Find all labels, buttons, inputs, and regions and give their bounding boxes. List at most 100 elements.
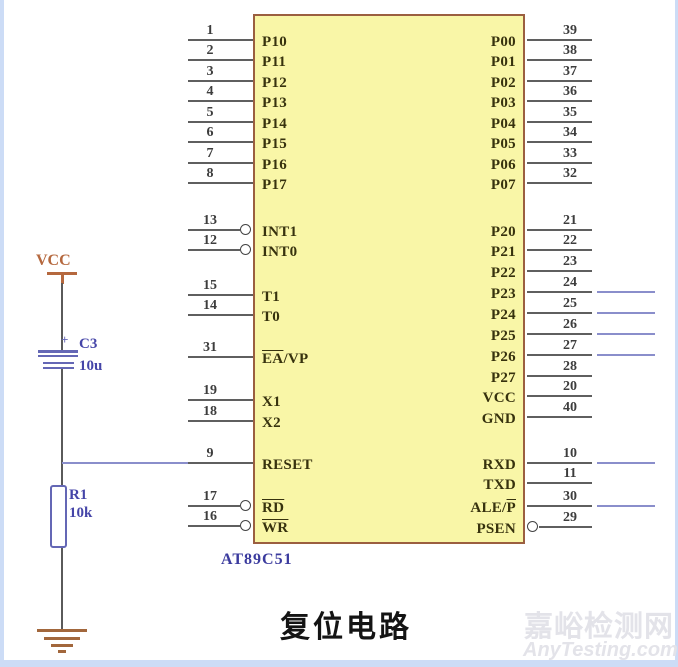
pin-label-text: P02: [490, 75, 516, 91]
pin-label-right-pin-gnd: GND: [424, 411, 516, 427]
pin-label-text: P20: [490, 224, 516, 240]
pin-label-left-pin-eavp: EA/VP: [262, 351, 309, 367]
pin-label-text: P26: [490, 349, 516, 365]
ground-bar: [51, 644, 73, 647]
pin-line-right-pin-p21: [527, 249, 592, 251]
capacitor-plate: [38, 355, 78, 357]
pin-label-right-pin-p26: P26: [424, 349, 516, 365]
pin-number-right-pin-rxd: 10: [563, 446, 577, 461]
pin-line-right-pin-p27: [527, 375, 592, 377]
pin-label-text: P05: [490, 136, 516, 152]
pin-label-text: RXD: [482, 457, 516, 473]
pin-label-right-pin-p22: P22: [424, 265, 516, 281]
pin-line-right-pin-txd: [527, 482, 592, 484]
net-stub-right-pin-p23: [597, 291, 655, 293]
pin-number-left-pin-p10: 1: [206, 23, 214, 38]
pin-line-right-pin-rxd: [527, 462, 592, 464]
pin-label-text: RESET: [262, 457, 313, 473]
pin-line-left-pin-p12: [188, 80, 253, 82]
inversion-bubble-right-pin-psen: [527, 521, 538, 532]
pin-number-right-pin-p00: 39: [563, 23, 577, 38]
pin-label-text: P27: [490, 370, 516, 386]
pin-number-right-pin-p21: 22: [563, 233, 577, 248]
pin-label-text: INT1: [262, 224, 298, 240]
pin-label-text: ALE/: [470, 500, 507, 516]
pin-number-right-pin-p20: 21: [563, 213, 577, 228]
schematic-caption: 复位电路: [280, 611, 412, 644]
ground-bar: [37, 629, 87, 632]
pin-line-right-pin-p05: [527, 141, 592, 143]
pin-line-left-pin-p15: [188, 141, 253, 143]
pin-number-right-pin-p06: 33: [563, 146, 577, 161]
pin-label-right-pin-p04: P04: [424, 116, 516, 132]
pin-label-text: P24: [490, 307, 516, 323]
pin-label-text: INT0: [262, 244, 298, 260]
pin-number-right-pin-txd: 11: [563, 466, 577, 481]
pin-number-left-pin-x2: 18: [203, 404, 217, 419]
pin-line-left-pin-int0: [188, 249, 240, 251]
pin-number-right-pin-p07: 32: [563, 166, 577, 181]
pin-label-text: P16: [262, 157, 288, 173]
inversion-bubble-left-pin-int0: [240, 244, 251, 255]
inversion-bubble-left-pin-rd: [240, 500, 251, 511]
capacitor-plate: [43, 367, 74, 369]
pin-label-left-pin-p10: P10: [262, 34, 287, 50]
pin-number-right-pin-gnd: 40: [563, 400, 577, 415]
pin-label-left-pin-p14: P14: [262, 116, 287, 132]
pin-line-right-pin-p06: [527, 162, 592, 164]
pin-label-text: P22: [490, 265, 516, 281]
wire-vcc-to-cap: [61, 283, 63, 351]
pin-label-right-pin-p07: P07: [424, 177, 516, 193]
pin-line-right-pin-p20: [527, 229, 592, 231]
pin-number-left-pin-p16: 7: [206, 146, 214, 161]
pin-label-left-pin-wr: WR: [262, 520, 288, 536]
pin-line-right-pin-p23: [527, 291, 592, 293]
pin-label-text: P01: [490, 54, 516, 70]
pin-number-left-pin-p13: 4: [206, 84, 214, 99]
pin-label-left-pin-p12: P12: [262, 75, 287, 91]
pin-line-right-pin-p25: [527, 333, 592, 335]
pin-number-left-pin-p14: 5: [206, 105, 214, 120]
pin-number-right-pin-psen: 29: [563, 510, 577, 525]
pin-label-right-pin-p23: P23: [424, 286, 516, 302]
pin-line-right-pin-p22: [527, 270, 592, 272]
pin-number-right-pin-p01: 38: [563, 43, 577, 58]
pin-label-right-pin-rxd: RXD: [424, 457, 516, 473]
pin-line-left-pin-p10: [188, 39, 253, 41]
pin-label-text: T1: [262, 289, 281, 305]
pin-label-left-pin-p13: P13: [262, 95, 287, 111]
resistor-r1-symbol: [50, 485, 67, 548]
capacitor-value-label: 10u: [79, 358, 103, 374]
pin-number-right-pin-p27: 28: [563, 359, 577, 374]
pin-number-right-pin-p24: 25: [563, 296, 577, 311]
pin-line-right-pin-psen: [539, 526, 592, 528]
pin-label-right-pin-p25: P25: [424, 328, 516, 344]
image-border-right: [675, 0, 678, 667]
pin-label-right-pin-p03: P03: [424, 95, 516, 111]
image-border-bottom: [0, 660, 678, 667]
pin-label-right-pin-alep: ALE/P: [424, 500, 516, 516]
pin-label-text: P23: [490, 286, 516, 302]
pin-label-right-pin-p27: P27: [424, 370, 516, 386]
pin-line-right-pin-p01: [527, 59, 592, 61]
pin-line-right-pin-p02: [527, 80, 592, 82]
pin-label-text: TXD: [483, 477, 516, 493]
pin-label-text: T0: [262, 309, 281, 325]
pin-label-left-pin-reset: RESET: [262, 457, 313, 473]
pin-number-left-pin-x1: 19: [203, 383, 217, 398]
pin-label-text: P06: [490, 157, 516, 173]
vcc-net-label: VCC: [36, 252, 71, 269]
pin-label-text: EA: [262, 351, 284, 367]
ground-bar: [58, 650, 66, 653]
pin-label-text: P14: [262, 116, 288, 132]
pin-number-left-pin-reset: 9: [206, 446, 214, 461]
pin-label-text: GND: [481, 411, 516, 427]
pin-number-left-pin-int1: 13: [203, 213, 217, 228]
pin-line-right-pin-p03: [527, 100, 592, 102]
net-stub-right-pin-rxd: [597, 462, 655, 464]
pin-label-right-pin-p21: P21: [424, 244, 516, 260]
pin-number-left-pin-p17: 8: [206, 166, 214, 181]
pin-label-text: P03: [490, 95, 516, 111]
pin-label-text: VCC: [482, 390, 516, 406]
